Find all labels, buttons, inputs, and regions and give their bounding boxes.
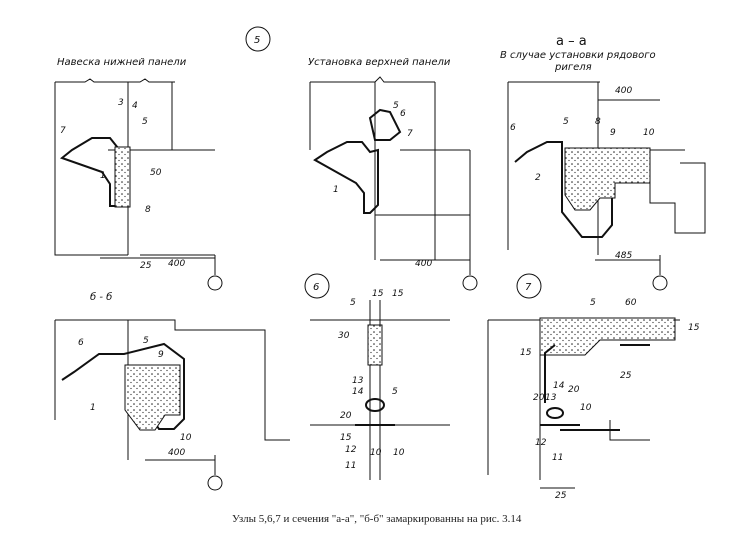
dimension-label: 15 <box>392 289 404 299</box>
dimension-label: 11 <box>345 461 356 471</box>
dimension-label: 400 <box>168 448 185 458</box>
dimension-label: 13 <box>352 376 364 386</box>
dimension-label: 5 <box>143 336 149 346</box>
dimension-label: 8 <box>145 205 151 215</box>
dimension-label: 12 <box>535 438 547 448</box>
dimension-label: 400 <box>168 259 185 269</box>
dimension-label: 6 <box>313 282 319 293</box>
dimension-label: 5 <box>590 298 596 308</box>
heading-lower-panel: Навеска нижней панели <box>57 57 187 68</box>
dimension-label: 20 <box>568 385 580 395</box>
dimension-label: 25 <box>555 491 567 501</box>
heading-section-bb: б - б <box>90 291 112 303</box>
dimension-label: 10 <box>180 433 192 443</box>
dimension-label: 20 <box>340 411 352 421</box>
dimension-label: 2 <box>535 173 541 183</box>
dimension-label: 5 <box>350 298 356 308</box>
dimension-label: 15 <box>520 348 532 358</box>
node-marker-7: 7 <box>516 273 542 299</box>
dimension-label: 10 <box>393 448 405 458</box>
dimension-label: 60 <box>625 298 637 308</box>
dimension-label: 8 <box>595 117 601 127</box>
dimension-label: 7 <box>407 129 413 139</box>
dimension-label: 9 <box>158 350 164 360</box>
dimension-label: 50 <box>150 168 162 178</box>
detail-section-bb: 6 5 9 1 10 400 <box>54 319 290 491</box>
dimension-label: 5 <box>563 117 569 127</box>
dimension-label: 5 <box>393 101 399 111</box>
dimension-label: 1 <box>90 403 96 413</box>
heading-upper-panel: Установка верхней панели <box>308 57 451 68</box>
dimension-label: 10 <box>370 448 382 458</box>
dimension-label: 25 <box>620 371 632 381</box>
dimension-label: 11 <box>552 453 563 463</box>
figure-caption: Узлы 5,6,7 и сечения "а-а", "б-б" замарк… <box>232 513 522 525</box>
dimension-label: 9 <box>610 128 616 138</box>
dimension-label: 5 <box>392 387 398 397</box>
dimension-label: 15 <box>340 433 352 443</box>
dimension-label: 485 <box>615 251 632 261</box>
dimension-label: 30 <box>338 331 350 341</box>
dimension-label: 7 <box>60 126 66 136</box>
detail-lower-panel: 7 3 4 5 1 8 50 25 400 <box>54 78 223 291</box>
heading-aa-note: В случае установки рядового <box>500 50 656 61</box>
dimension-label: 20 <box>533 393 545 403</box>
detail-node-7: 60 5 15 15 25 14 20 20 13 10 12 11 25 <box>487 298 700 501</box>
dimension-label: 4 <box>132 101 138 111</box>
detail-node-6: 5 15 15 30 13 14 5 20 15 12 11 10 10 <box>310 289 450 480</box>
heading-section-aa: а – а <box>556 34 587 49</box>
dimension-label: 15 <box>688 323 700 333</box>
detail-upper-panel: 5 6 7 1 400 <box>309 76 478 291</box>
dimension-label: 10 <box>580 403 592 413</box>
dimension-label: 3 <box>118 98 124 108</box>
dimension-label: 400 <box>615 86 632 96</box>
dimension-label: 25 <box>140 261 152 271</box>
detail-section-aa: 400 6 5 8 9 10 2 485 <box>507 81 706 291</box>
node-marker-5: 5 <box>245 26 271 52</box>
dimension-label: 6 <box>510 123 516 133</box>
dimension-label: 15 <box>372 289 384 299</box>
heading-aa-note-2: ригеля <box>554 62 592 73</box>
dimension-label: 5 <box>142 117 148 127</box>
dimension-label: 6 <box>400 109 406 119</box>
dimension-label: 14 <box>553 381 565 391</box>
dimension-label: 10 <box>643 128 655 138</box>
dimension-label: 7 <box>525 282 532 293</box>
dimension-label: 6 <box>78 338 84 348</box>
dimension-label: 14 <box>352 387 364 397</box>
node-marker-6: 6 <box>304 273 330 299</box>
dimension-label: 5 <box>254 35 260 46</box>
dimension-label: 13 <box>545 393 557 403</box>
dimension-label: 400 <box>415 259 432 269</box>
dimension-label: 1 <box>100 171 106 181</box>
dimension-label: 12 <box>345 445 357 455</box>
dimension-label: 1 <box>333 185 339 195</box>
